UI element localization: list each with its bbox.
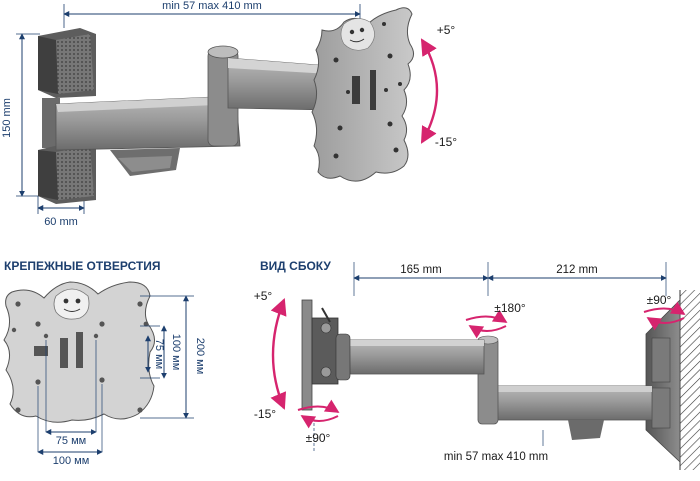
- swivel-head-label: ±90°: [306, 431, 331, 445]
- dim-75-v-label: 75 мм: [153, 339, 165, 369]
- side-tilt-arrow: [270, 298, 287, 410]
- side-head: [301, 299, 351, 411]
- top-height-label: 150 mm: [1, 98, 13, 138]
- dim-100-v-label: 100 мм: [170, 334, 182, 371]
- swivel-mid-label: ±180°: [494, 301, 526, 315]
- side-tilt-down: -15°: [254, 407, 276, 421]
- dim-75-h-label: 75 мм: [56, 435, 86, 447]
- side-view: ВИД СБОКУ 165 mm 212 mm: [254, 259, 700, 470]
- side-upper-arm: [339, 339, 485, 375]
- top-view: min 57 max 410 mm 150 mm 60 mm: [1, 0, 457, 228]
- side-reach-label: min 57 max 410 mm: [444, 451, 548, 463]
- dim-200-v-label: 200 мм: [194, 338, 206, 375]
- side-wall-mount: [645, 299, 681, 463]
- side-title: ВИД СБОКУ: [260, 259, 331, 273]
- arm1-label: 165 mm: [400, 264, 442, 276]
- swivel-wall-arrow: [643, 301, 686, 331]
- wall-hatch: [680, 290, 700, 470]
- top-tilt-down: -15°: [435, 135, 457, 149]
- wall-plate: [38, 28, 96, 204]
- dim-100-h-label: 100 мм: [53, 455, 90, 467]
- arm2-label: 212 mm: [556, 264, 598, 276]
- vesa-plate-perspective: [311, 7, 414, 182]
- swivel-wall-label: ±90°: [647, 293, 672, 307]
- top-reach-label: min 57 max 410 mm: [162, 0, 262, 12]
- swivel-head-arrow: [297, 399, 340, 429]
- swivel-mid-arrow: [465, 309, 508, 339]
- second-arm: [207, 45, 331, 147]
- top-width-label: 60 mm: [44, 216, 78, 228]
- holes-title: КРЕПЕЖНЫЕ ОТВЕРСТИЯ: [4, 259, 161, 273]
- top-tilt-arrow: [420, 38, 439, 144]
- side-tilt-up: +5°: [254, 289, 273, 303]
- holes-view: КРЕПЕЖНЫЕ ОТВЕРСТИЯ 75 мм 100 мм 2: [3, 259, 206, 467]
- first-arm: [55, 95, 241, 176]
- side-lower-arm: [485, 385, 653, 440]
- top-tilt-up: +5°: [437, 23, 456, 37]
